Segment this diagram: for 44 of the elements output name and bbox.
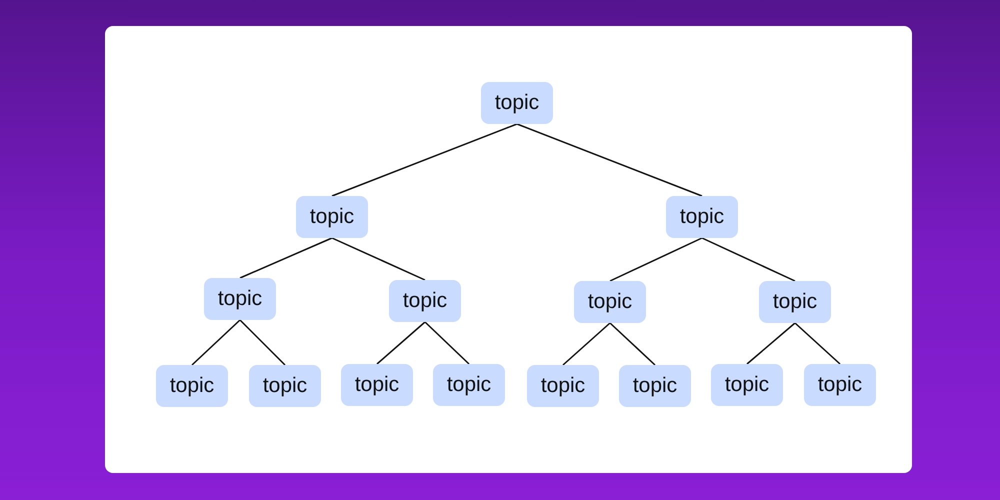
connector-line xyxy=(794,322,840,365)
topic-label: topic xyxy=(218,287,262,311)
topic-box xyxy=(527,365,599,407)
topic-box xyxy=(759,281,831,323)
topic-box xyxy=(204,278,276,320)
topic-label: topic xyxy=(588,290,632,314)
topic-label: topic xyxy=(446,373,492,397)
topic-label: topic xyxy=(354,373,400,397)
topic-box xyxy=(711,364,783,406)
connector-line xyxy=(562,322,610,366)
topic-box xyxy=(249,365,321,407)
topic-label: topic xyxy=(494,91,540,115)
connector-line xyxy=(424,321,470,365)
connector-line xyxy=(746,322,796,365)
topic-label: topic xyxy=(724,373,770,397)
topic-box xyxy=(433,364,505,406)
connector-line xyxy=(239,319,286,366)
topic-label: topic xyxy=(818,373,862,397)
connector-line xyxy=(702,237,796,282)
connector-line xyxy=(191,319,241,366)
topic-label: topic xyxy=(170,374,214,398)
connector-line xyxy=(332,123,518,197)
topic-box xyxy=(341,364,413,406)
topic-label: topic xyxy=(772,290,818,314)
connector-line xyxy=(332,237,426,281)
connector-line xyxy=(240,237,332,279)
connector-line xyxy=(609,322,656,366)
topic-label: topic xyxy=(310,205,354,229)
topic-box xyxy=(804,364,876,406)
topic-box xyxy=(619,365,691,407)
connector-line xyxy=(610,237,702,282)
topic-box xyxy=(156,365,228,407)
topic-box xyxy=(574,281,646,323)
topic-label: topic xyxy=(262,374,308,398)
connector-line xyxy=(516,123,702,197)
connector-line xyxy=(376,321,426,365)
topic-box xyxy=(296,196,368,238)
topic-box xyxy=(666,196,738,238)
topic-box xyxy=(389,280,461,322)
topic-label: topic xyxy=(680,205,724,229)
topic-label: topic xyxy=(402,289,448,313)
topic-label: topic xyxy=(632,374,678,398)
topic-label: topic xyxy=(540,374,586,398)
topic-box xyxy=(481,82,553,124)
